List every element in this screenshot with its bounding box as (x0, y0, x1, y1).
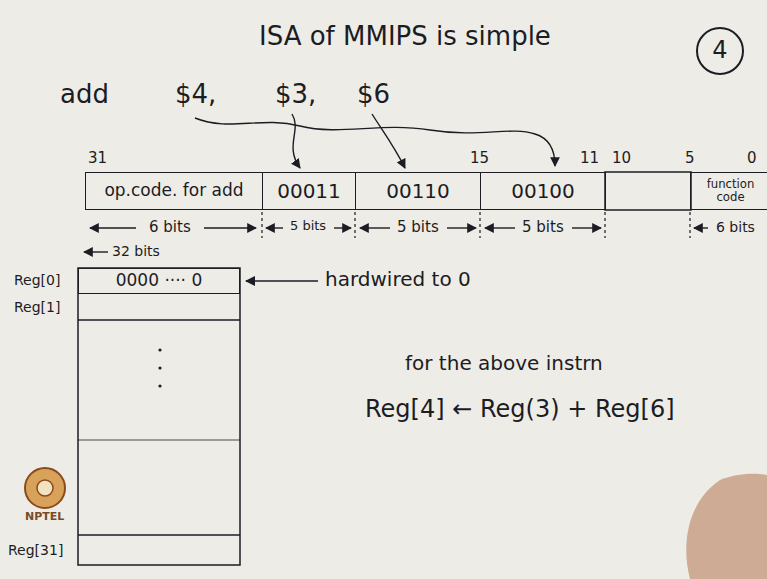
annotation: for the above instrn (405, 352, 603, 375)
width-label: 32 bits (112, 243, 160, 259)
bit-number: 15 (470, 150, 489, 167)
width-label: 6 bits (149, 219, 191, 236)
register-file (78, 268, 240, 565)
rs-field: 00011 (262, 172, 356, 210)
page-number-circle: 4 (695, 26, 745, 76)
field-text: function code (691, 178, 767, 205)
watermark: NPTEL (25, 511, 64, 524)
rd-field: 00100 (480, 172, 606, 210)
rt-field: 00110 (355, 172, 481, 210)
field-text: 00110 (386, 180, 450, 203)
field-text: 00100 (511, 180, 575, 203)
leader-arrow (246, 280, 318, 282)
field-text: 00011 (277, 180, 341, 203)
bit-number: 0 (747, 150, 757, 167)
bit-number: 10 (612, 150, 631, 167)
field-text: 0000 ···· 0 (116, 271, 203, 291)
opcode-field: op.code. for add (85, 172, 263, 210)
operand: $6 (357, 80, 390, 110)
rtl-expression: Reg[4] ← Reg(3) + Reg[6] (365, 396, 675, 424)
width-label: 5 bits (522, 219, 564, 236)
width-label: 5 bits (397, 219, 439, 236)
circle-outline (697, 28, 743, 74)
annotation: hardwired to 0 (325, 268, 471, 291)
bit-number: 31 (88, 150, 107, 167)
field-ticks (262, 212, 690, 238)
register-name: Reg[1] (14, 299, 60, 315)
nptel-logo (25, 468, 65, 508)
field-text: op.code. for add (104, 181, 243, 201)
slide-title: ISA of MMIPS is simple (259, 22, 551, 52)
operand: $4, (175, 80, 216, 110)
bit-number: 11 (580, 150, 599, 167)
bit-number: 5 (685, 150, 695, 167)
operand-arrows (195, 114, 555, 168)
register-name: Reg[0] (14, 272, 60, 288)
register-name: Reg[31] (8, 542, 63, 558)
ellipsis-dots (158, 348, 161, 387)
hand (686, 474, 767, 579)
shamt-field (605, 172, 691, 210)
mnemonic: add (60, 80, 109, 110)
field-text: 4 (712, 37, 727, 65)
operand: $3, (275, 80, 316, 110)
width-label: 6 bits (716, 219, 755, 235)
register-zero: 0000 ···· 0 (78, 268, 240, 294)
funct-field: function code (690, 172, 767, 210)
width-label: 5 bits (290, 219, 326, 234)
